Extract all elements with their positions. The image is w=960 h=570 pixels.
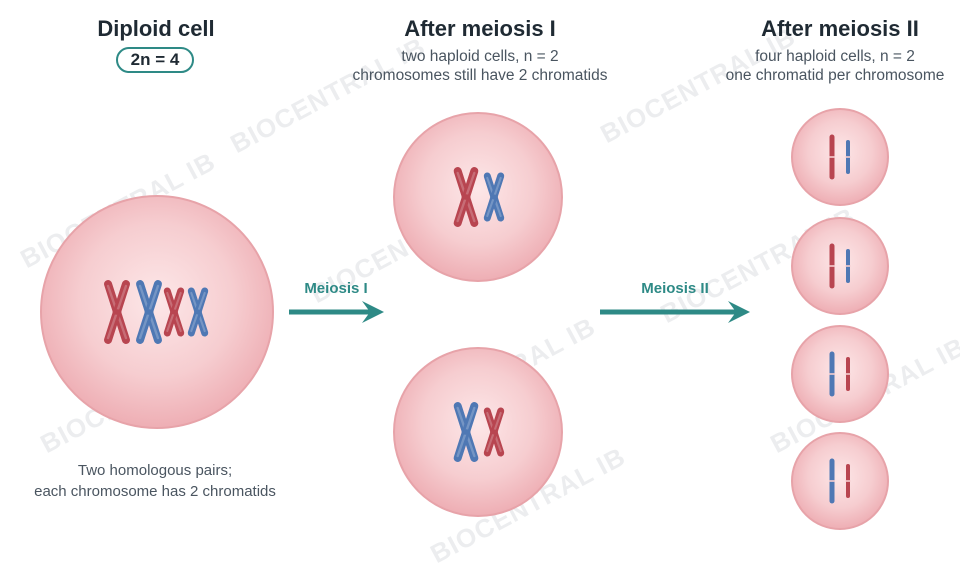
chromosome-small-maternal (483, 407, 505, 457)
meiosis2-cell-3 (791, 325, 889, 423)
meiosis1-line-1: two haploid cells, n = 2 (401, 48, 559, 65)
diploid-caption-line-2: each chromosome has 2 chromatids (34, 483, 276, 500)
meiosis1-line-2: chromosomes still have 2 chromatids (352, 67, 608, 84)
chromosome-large-paternal (136, 280, 162, 344)
chromosome-small-paternal (483, 172, 505, 222)
diploid-caption-line-1: Two homologous pairs; (77, 462, 233, 479)
meiosis2-line-2: one chromatid per chromosome (725, 67, 945, 84)
chromatid-small-paternal (845, 249, 851, 283)
meiosis1-arrow (289, 301, 384, 323)
meiosis-diagram: BIOCENTRAL IB BIOCENTRAL IB BIOCENTRAL I… (15, 16, 960, 569)
meiosis2-cell-4 (791, 432, 889, 530)
chromatid-large-maternal (829, 134, 835, 180)
chromosome-large-maternal (104, 280, 130, 344)
diploid-cell (40, 195, 274, 429)
meiosis2-title: After meiosis II (761, 16, 919, 41)
meiosis2-cell-2 (791, 217, 889, 315)
meiosis1-title: After meiosis I (404, 16, 556, 41)
ploidy-badge: 2n = 4 (116, 47, 194, 73)
meiosis1-cell-bottom (393, 347, 563, 517)
diagram-canvas (40, 108, 889, 530)
chromatid-small-maternal (845, 464, 851, 498)
chromatid-large-maternal (829, 243, 835, 289)
chromosome-large-maternal (453, 167, 479, 227)
chromatid-small-maternal (845, 357, 851, 391)
chromosome-small-maternal (163, 287, 185, 337)
chromatid-large-paternal (829, 351, 835, 397)
meiosis2-cell-1 (791, 108, 889, 206)
chromatid-large-paternal (829, 458, 835, 504)
meiosis2-line-1: four haploid cells, n = 2 (755, 48, 915, 65)
chromosome-small-paternal (187, 287, 209, 337)
meiosis2-arrow (600, 301, 750, 323)
diploid-title: Diploid cell (97, 16, 215, 41)
meiosis1-cell-top (393, 112, 563, 282)
chromosome-large-paternal (453, 402, 479, 462)
meiosis2-arrow-label: Meiosis II (641, 280, 709, 297)
meiosis1-arrow-label: Meiosis I (304, 280, 368, 297)
chromatid-small-paternal (845, 140, 851, 174)
